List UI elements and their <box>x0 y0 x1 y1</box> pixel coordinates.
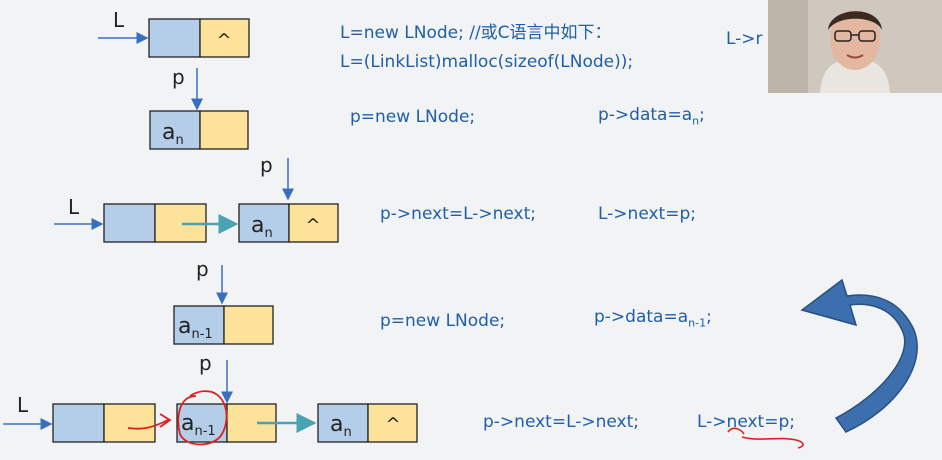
head-null-symbol: ^ <box>216 30 231 51</box>
head-label-L: L <box>113 8 125 32</box>
code-s4-assign: L->next=p; <box>697 412 795 432</box>
p-label-2: p <box>260 153 273 177</box>
head-node-data <box>148 18 201 58</box>
node-an-3-value: an <box>330 412 352 440</box>
p-label-1: p <box>172 65 185 89</box>
red-annotation-arrow <box>127 413 172 430</box>
code-s1-data: p->data=an; <box>598 105 705 128</box>
code-line-1: L=new LNode; //或C语言中如下： <box>340 23 612 43</box>
code-s1-new: p=new LNode; <box>350 107 476 127</box>
red-annotation-underline <box>727 427 804 449</box>
code-s3-new: p=new LNode; <box>380 311 506 331</box>
red-annotation-circle <box>177 390 228 446</box>
p-label-4: p <box>199 351 212 375</box>
head-label-L-3: L <box>17 393 29 417</box>
node-an1-2-data <box>176 403 228 443</box>
code-s4-next: p->next=L->next; <box>483 412 640 432</box>
curved-return-arrow <box>800 278 918 433</box>
node-an-3-next <box>367 403 418 443</box>
head-node-next <box>199 18 250 58</box>
presenter-video-icon <box>768 0 942 93</box>
node-an1-next <box>223 305 274 345</box>
node-an-3-null: ^ <box>385 414 400 435</box>
node-an1-data <box>173 305 225 345</box>
code-s2-assign: L->next=p; <box>598 204 696 224</box>
presenter-webcam <box>768 0 942 93</box>
code-line-2: L=(LinkList)malloc(sizeof(LNode)); <box>340 52 634 72</box>
node-an-3-data <box>317 403 369 443</box>
node-an-data <box>149 110 201 150</box>
head-label-L-2: L <box>68 195 80 219</box>
node-an-2-null: ^ <box>305 215 320 236</box>
code-s2-next: p->next=L->next; <box>380 204 537 224</box>
node-an-2-next <box>288 203 339 243</box>
node-an-value: an <box>162 120 184 148</box>
node-an1-value: an-1 <box>178 314 213 342</box>
p-label-3: p <box>196 257 209 281</box>
code-s3-data: p->data=an-1; <box>594 307 712 330</box>
head-node-3-next <box>103 403 156 443</box>
head-node-2-data <box>103 203 156 243</box>
head-node-3-data <box>52 403 105 443</box>
node-an1-2-value: an-1 <box>181 411 216 439</box>
node-an-2-value: an <box>251 213 273 241</box>
node-an-next <box>199 110 249 150</box>
code-clipped: L->r <box>726 29 763 49</box>
